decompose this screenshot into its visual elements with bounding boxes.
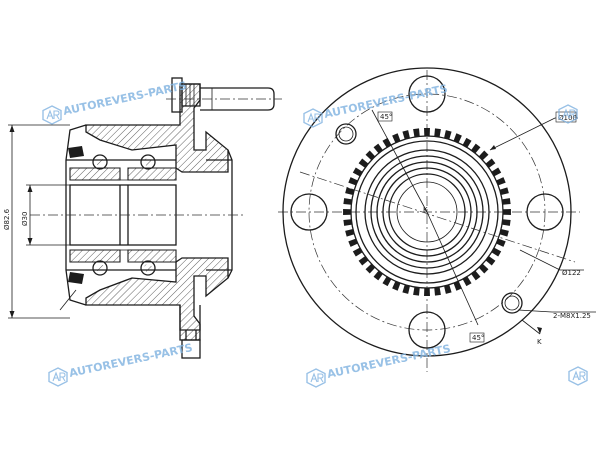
bearing-ball (92, 154, 108, 170)
tone-ring-tooth (352, 167, 363, 177)
tone-ring-tooth (501, 198, 511, 205)
watermark (568, 366, 588, 386)
tone-ring-tooth (373, 270, 383, 281)
bolt-hole-bottom (408, 311, 446, 349)
tone-ring-tooth (413, 128, 420, 138)
tone-ring-tooth (343, 219, 353, 226)
tone-ring-tooth (343, 198, 353, 205)
dim-label-pitch: Ø100 (558, 114, 577, 122)
tone-ring-tooth (485, 158, 496, 168)
bearing-ball (140, 154, 156, 170)
tone-ring-tooth (491, 167, 502, 177)
hub-ring-1 (364, 149, 490, 275)
dim-label-flange: Ø82.6 (3, 208, 11, 230)
abs-tone-ring (343, 128, 511, 296)
tone-ring-tooth (392, 133, 401, 143)
tone-ring-tooth (413, 286, 420, 296)
seal-top (68, 146, 84, 158)
outer-flange-circle (282, 67, 572, 357)
tone-ring-tooth (478, 150, 489, 161)
tone-ring-tooth (444, 284, 452, 294)
tone-ring-tooth (343, 209, 352, 215)
flange-ear-lower (181, 339, 201, 359)
tone-ring-tooth (434, 286, 441, 296)
tone-ring-tooth (491, 247, 502, 257)
tone-ring-tooth (345, 229, 355, 237)
tone-ring-tooth (424, 287, 430, 296)
front-view: K K 45° 45° Ø100 Ø122 (278, 67, 596, 372)
dim-threaded-holes: 2-M8X1.25 (517, 309, 596, 320)
center-bore (396, 181, 458, 243)
hub-ring-3 (388, 173, 466, 251)
watermark: AUTOREVERS-PARTS (48, 341, 194, 387)
section-mark-label: K (537, 338, 542, 346)
tone-ring-tooth (402, 284, 410, 294)
dim-angle-bottom: 45° (426, 211, 484, 343)
tone-ring-tooth (358, 256, 369, 266)
tone-ring-tooth (501, 219, 511, 226)
pitch-circle (308, 93, 546, 331)
watermark: AUTOREVERS-PARTS (306, 342, 452, 388)
tone-ring-tooth (358, 158, 369, 168)
tone-ring-tooth (392, 281, 401, 291)
hub-ring-2 (376, 161, 478, 263)
tone-ring-tooth (453, 281, 462, 291)
dim-outer: Ø122 (519, 249, 584, 277)
dim-label-holes: 2-M8X1.25 (553, 312, 591, 320)
tone-ring-tooth (462, 137, 472, 148)
tone-ring-tooth (365, 150, 376, 161)
dim-flange-diameter: Ø82.6 (3, 124, 70, 319)
tone-ring-tooth (402, 130, 410, 140)
tone-ring-tooth (444, 130, 452, 140)
tone-ring-tooth (502, 209, 511, 215)
threaded-hole-upper (335, 123, 357, 145)
bearing-ball (92, 260, 108, 276)
threaded-hole-lower (501, 292, 523, 314)
tone-ring-tooth (471, 270, 481, 281)
bolt-hole-right (526, 193, 564, 231)
tone-ring-tooth (462, 276, 472, 287)
tone-ring-tooth (348, 238, 358, 247)
tone-ring-tooth (434, 128, 441, 138)
dim-label-angle-bottom: 45° (472, 334, 484, 342)
hub-flange-section-lower (85, 257, 229, 341)
bearing-ball (140, 260, 156, 276)
tone-ring-tooth (373, 143, 383, 154)
seal-bottom (68, 272, 84, 284)
tone-ring-tooth (453, 133, 462, 143)
tone-ring-tooth (365, 263, 376, 274)
dim-label-outer: Ø122 (562, 269, 581, 277)
tone-ring-tooth (471, 143, 481, 154)
bolt-hole-left (290, 193, 328, 231)
wheel-stud (166, 77, 282, 113)
svg-text:AUTOREVERS-PARTS: AUTOREVERS-PARTS (62, 79, 188, 118)
tone-ring-tooth (382, 276, 392, 287)
tone-ring-tooth (485, 256, 496, 266)
tone-ring-tooth (478, 263, 489, 274)
tone-ring-tooth (352, 247, 363, 257)
svg-text:AUTOREVERS-PARTS: AUTOREVERS-PARTS (326, 342, 452, 381)
section-line-k (299, 171, 576, 263)
tone-ring-tooth (496, 238, 506, 247)
tone-ring-tooth (499, 229, 509, 237)
dim-angle-top: 45° (371, 109, 428, 213)
side-section-view: Ø82.6 Ø30 (3, 77, 282, 359)
dim-label-bore: Ø30 (21, 212, 29, 226)
tone-ring-tooth (424, 128, 430, 137)
watermark: AUTOREVERS-PARTS (42, 79, 188, 125)
dim-bore: Ø30 (21, 184, 70, 246)
bolt-hole-top (408, 75, 446, 113)
tone-ring-tooth (496, 177, 506, 186)
dim-label-angle-top: 45° (380, 113, 392, 121)
tone-ring-tooth (499, 187, 509, 195)
svg-text:AUTOREVERS-PARTS: AUTOREVERS-PARTS (68, 341, 194, 380)
tone-ring-tooth (382, 137, 392, 148)
tone-ring-tooth (348, 177, 358, 186)
dim-pitch-circle: Ø100 (489, 111, 578, 151)
